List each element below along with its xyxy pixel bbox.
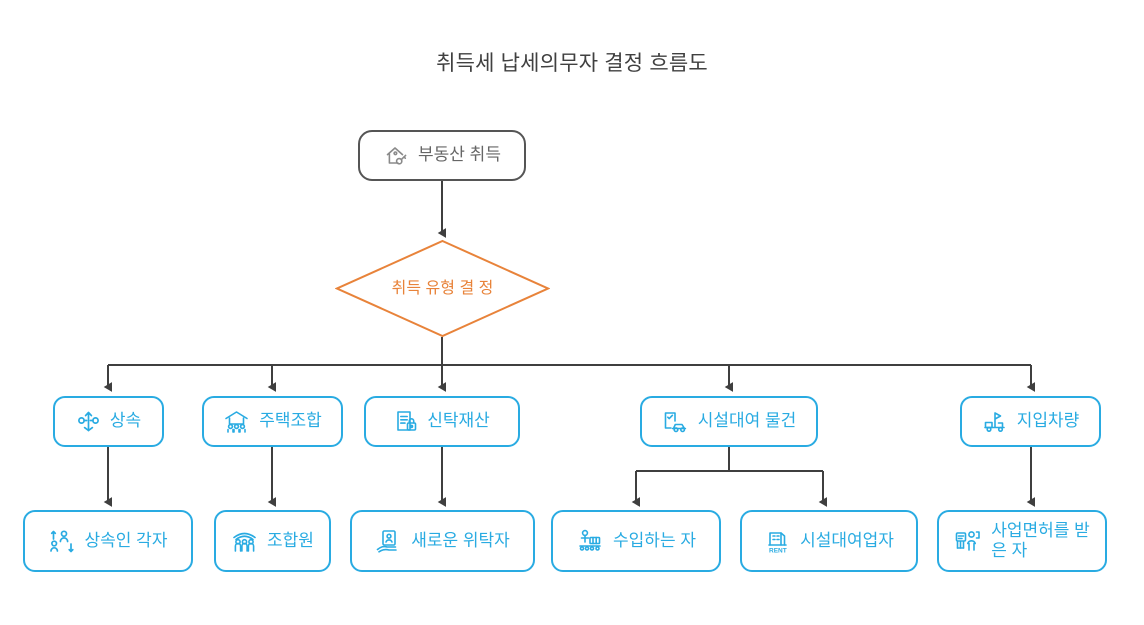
node-branch-label: 시설대여 물건 (697, 411, 797, 431)
document-lock-icon (394, 409, 418, 434)
license-person-icon (954, 528, 982, 554)
node-outcome-label: 상속인 각자 (84, 530, 168, 550)
node-outcome-label: 시설대여업자 (800, 530, 894, 550)
checklist-car-icon (662, 409, 689, 434)
node-branch-label: 신탁재산 (427, 411, 490, 431)
node-decision-label: 취득 유형 결 정 (391, 279, 494, 297)
node-branch-housing-association[interactable]: 주택조합 (202, 396, 343, 447)
node-branch-trust-property[interactable]: 신탁재산 (364, 396, 520, 447)
node-root-real-estate-acquisition[interactable]: 부동산 취득 (358, 130, 526, 181)
node-decision-acquisition-type[interactable]: 취득 유형 결 정 (334, 239, 551, 338)
hand-document-icon (375, 528, 402, 554)
rent-building-icon: RENT (764, 528, 791, 555)
node-branch-label: 주택조합 (259, 411, 322, 431)
node-branch-consigned-vehicle[interactable]: 지입차량 (960, 396, 1101, 447)
node-outcome-label: 조합원 (267, 530, 314, 550)
node-branch-leased-facility-item[interactable]: 시설대여 물건 (640, 396, 818, 447)
node-root-label: 부동산 취득 (418, 145, 501, 165)
node-outcome-licensed-business[interactable]: 사업면허를 받 은 자 (937, 510, 1107, 572)
node-outcome-importer[interactable]: 수입하는 자 (551, 510, 721, 572)
page-title: 취득세 납세의무자 결정 흐름도 (436, 52, 708, 75)
truck-icon (982, 409, 1008, 434)
family-tree-icon (76, 409, 101, 434)
node-branch-label: 상속 (109, 411, 142, 431)
node-outcome-facility-lessor[interactable]: RENT 시설대여업자 (740, 510, 918, 572)
conveyor-import-icon (576, 528, 604, 554)
node-outcome-association-member[interactable]: 조합원 (214, 510, 331, 572)
node-outcome-label: 사업면허를 받 은 자 (991, 520, 1090, 560)
node-outcome-label: 새로운 위탁자 (411, 530, 510, 550)
heirs-arrows-icon (49, 528, 76, 555)
house-key-icon (383, 143, 409, 169)
members-house-icon (231, 528, 258, 554)
node-branch-inheritance[interactable]: 상속 (53, 396, 164, 447)
svg-text:RENT: RENT (769, 547, 787, 554)
house-people-icon (223, 409, 250, 434)
node-outcome-new-truster[interactable]: 새로운 위탁자 (350, 510, 535, 572)
node-outcome-each-heir[interactable]: 상속인 각자 (23, 510, 193, 572)
node-outcome-label: 수입하는 자 (613, 530, 696, 550)
diamond-shape (334, 239, 551, 338)
node-branch-label: 지입차량 (1016, 411, 1080, 431)
